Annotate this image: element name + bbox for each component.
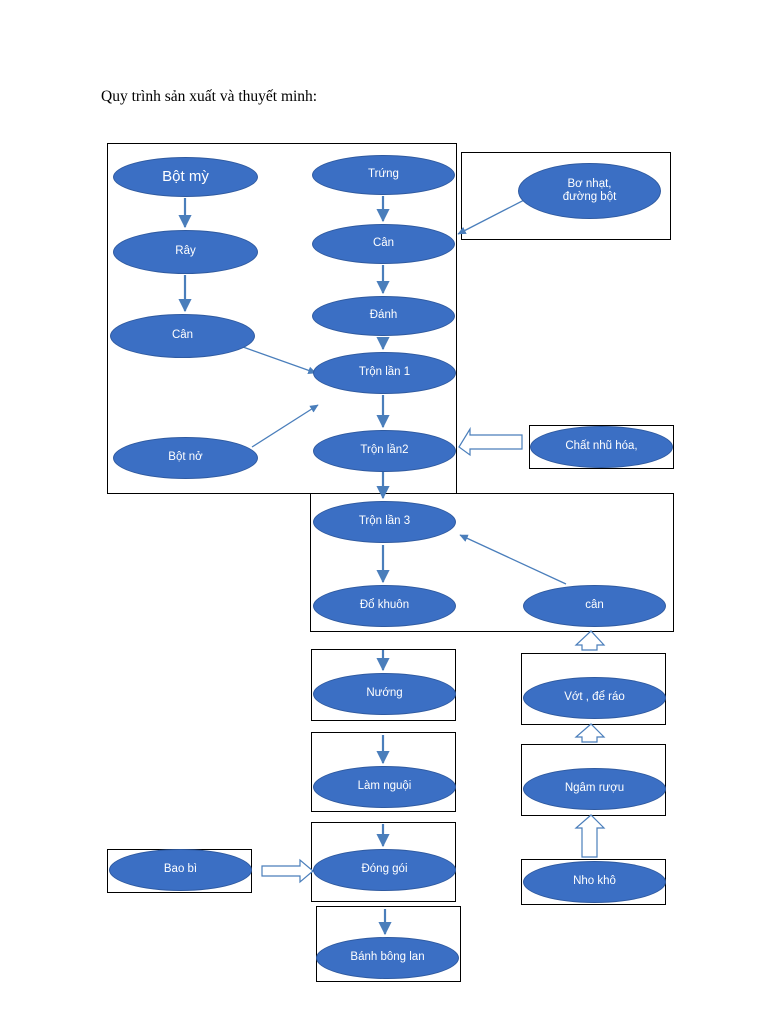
node-can-2[interactable]: Cân — [110, 314, 255, 358]
node-nuong[interactable]: Nướng — [313, 673, 456, 715]
frame-lam-nguoi — [311, 732, 456, 812]
node-tron-lan-1[interactable]: Trộn lần 1 — [313, 352, 456, 394]
frame-bo-nhat — [461, 152, 671, 240]
node-ray[interactable]: Rây — [113, 230, 258, 274]
node-trung[interactable]: Trứng — [312, 155, 455, 195]
node-do-khuon[interactable]: Đổ khuôn — [313, 585, 456, 627]
frame-main — [107, 143, 457, 494]
node-vot-de-rao[interactable]: Vớt , để ráo — [523, 677, 666, 719]
node-banh-bong-lan[interactable]: Bánh bông lan — [316, 937, 459, 979]
node-tron-lan-3[interactable]: Trộn lần 3 — [313, 501, 456, 543]
node-bo-nhat-duong-bot[interactable]: Bơ nhạt, đường bột — [518, 163, 661, 219]
frame-banh-bong-lan — [316, 906, 461, 982]
node-can-1[interactable]: Cân — [312, 224, 455, 264]
node-danh[interactable]: Đánh — [312, 296, 455, 336]
node-dong-goi[interactable]: Đóng gói — [313, 849, 456, 891]
node-nho-kho[interactable]: Nho khô — [523, 861, 666, 903]
node-label: Bơ nhạt, đường bột — [562, 177, 617, 203]
node-lam-nguoi[interactable]: Làm nguội — [313, 766, 456, 808]
node-can-3[interactable]: cân — [523, 585, 666, 627]
page-title: Quy trình sản xuất và thuyết minh: — [101, 88, 318, 105]
block-arrow-left — [458, 426, 523, 457]
node-chat-nhu-hoa[interactable]: Chất nhũ hóa, — [530, 426, 673, 468]
frame-nuong — [311, 649, 456, 721]
node-bot-my[interactable]: Bột mỳ — [113, 157, 258, 197]
frame-tron-lan-3 — [310, 493, 674, 632]
node-tron-lan-2[interactable]: Trộn lần2 — [313, 430, 456, 472]
node-bot-no[interactable]: Bột nở — [113, 437, 258, 479]
node-bao-bi[interactable]: Bao bì — [109, 849, 252, 891]
node-ngam-ruou[interactable]: Ngâm rượu — [523, 768, 666, 810]
